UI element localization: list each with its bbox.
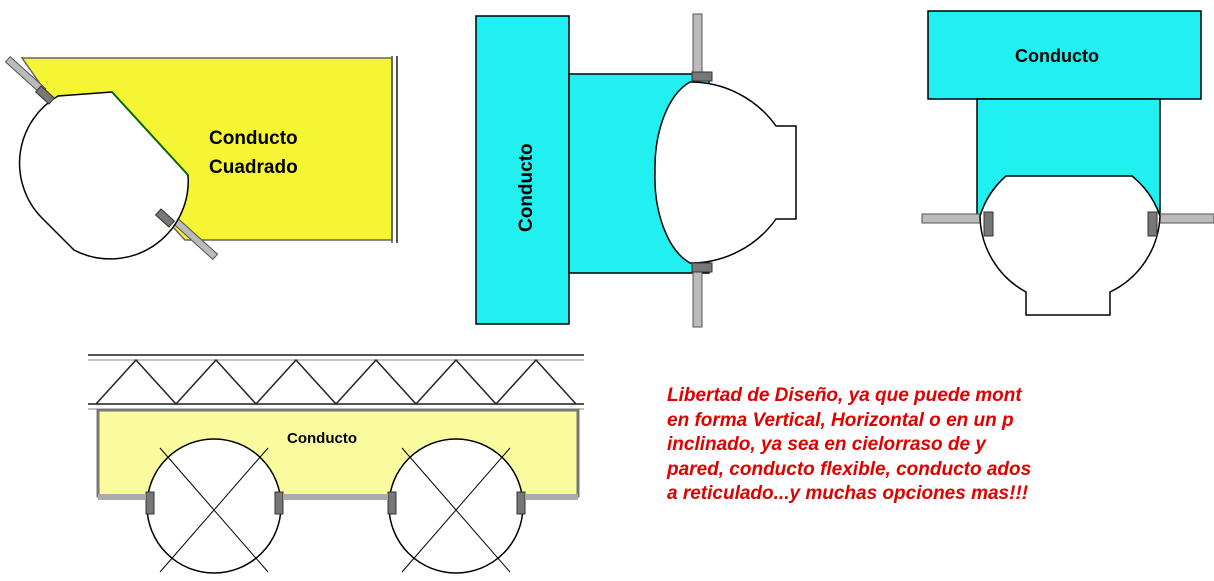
vertical-duct-diagram: Conducto bbox=[475, 13, 797, 328]
diffuser-outline bbox=[18, 91, 189, 260]
overhead-duct-body bbox=[927, 10, 1202, 100]
vertical-duct-label: Conducto bbox=[516, 143, 537, 232]
angled-duct-label-1: Conducto bbox=[209, 128, 298, 149]
vertical-duct-body bbox=[475, 15, 570, 325]
diffuser-right bbox=[387, 438, 526, 574]
overhead-diffuser bbox=[979, 175, 1161, 316]
truss-duct-label: Conducto bbox=[287, 430, 357, 447]
caption-line: pared, conducto flexible, conducto ados bbox=[667, 458, 1032, 480]
design-freedom-caption: Libertad de Diseño, ya que puede mont en… bbox=[667, 384, 1214, 507]
caption-line: inclinado, ya sea en cielorraso de y bbox=[667, 434, 986, 455]
overhead-duct-label: Conducto bbox=[1015, 46, 1099, 66]
angled-duct-label-2: Cuadrado bbox=[209, 157, 298, 178]
wall-segment-top bbox=[692, 13, 703, 81]
truss-duct-diagram: Conducto bbox=[88, 354, 584, 574]
caption-line: Libertad de Diseño, ya que puede mont bbox=[667, 385, 1022, 406]
caption-line: a reticulado...y muchas opciones mas!!! bbox=[667, 483, 1029, 504]
wall-segment-bottom bbox=[692, 266, 703, 328]
overhead-duct-diagram: Conducto bbox=[921, 10, 1214, 316]
caption-line: en forma Vertical, Horizontal o en un p bbox=[667, 409, 1014, 431]
vertical-diffuser bbox=[654, 81, 797, 264]
diffuser-left bbox=[145, 438, 284, 574]
ceiling-segment-right bbox=[1155, 213, 1214, 224]
ceiling-segment-left bbox=[921, 213, 985, 224]
angled-duct-diagram: Conducto Cuadrado bbox=[4, 56, 398, 261]
truss-web bbox=[95, 358, 577, 406]
